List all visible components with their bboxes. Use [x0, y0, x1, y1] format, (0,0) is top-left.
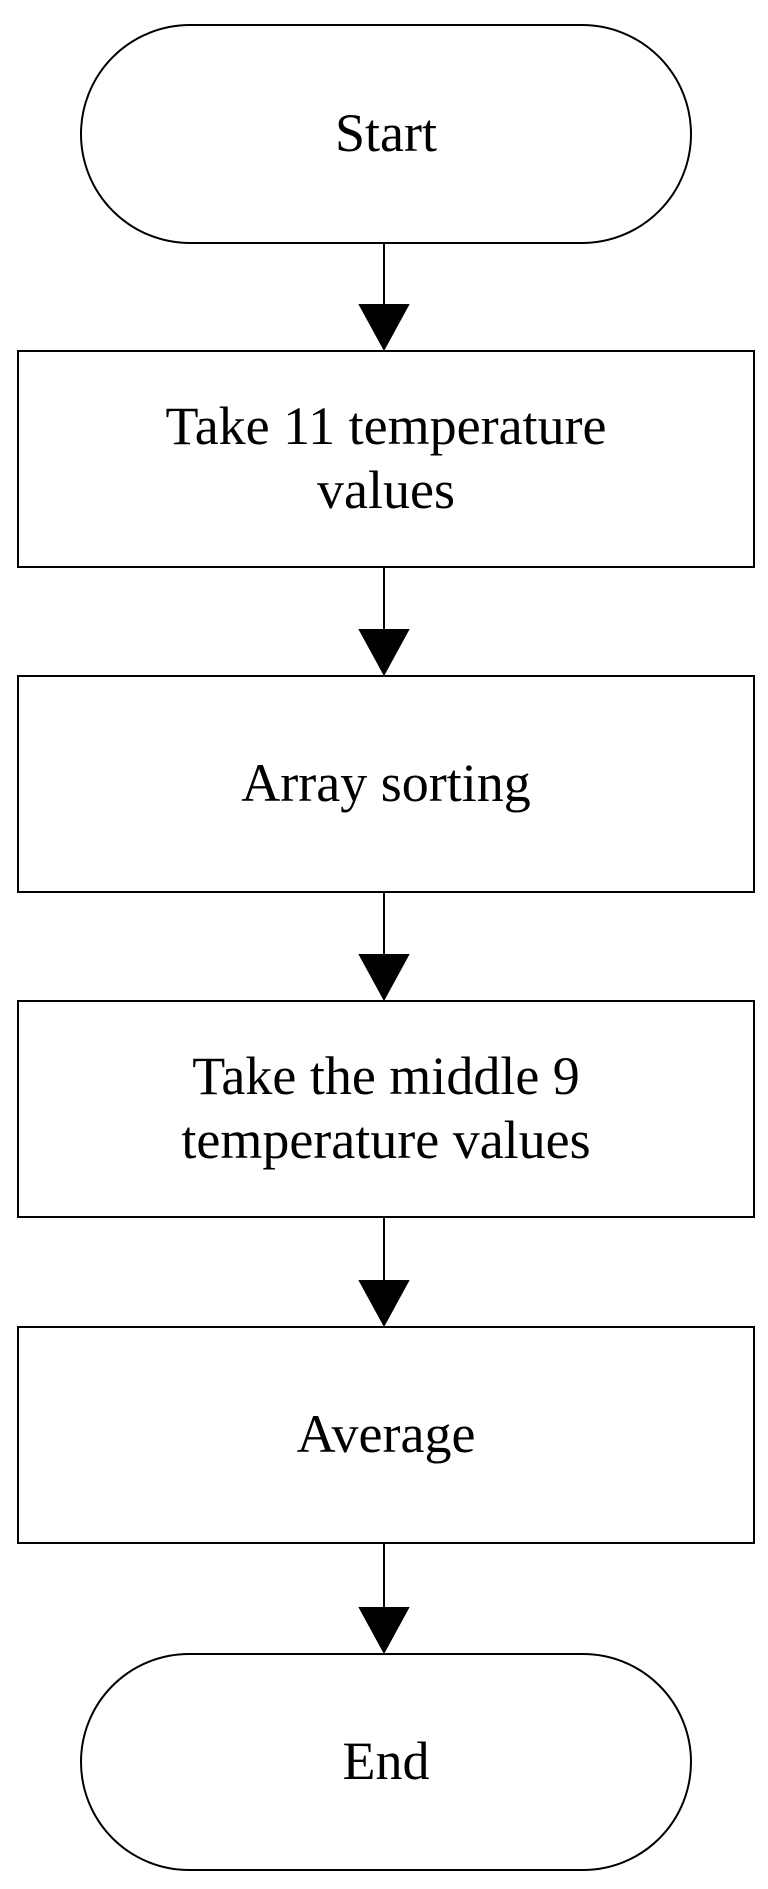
arrow-start-to-step1-head [358, 304, 410, 352]
take-middle-9-label: Take the middle 9 temperature values [181, 1046, 591, 1170]
arrow-step1-to-step2-head [358, 629, 410, 677]
take-middle-9-step: Take the middle 9 temperature values [17, 1000, 755, 1218]
array-sorting-label: Array sorting [241, 753, 531, 814]
arrow-step3-to-step4-head [358, 1280, 410, 1328]
average-step: Average [17, 1326, 755, 1544]
arrow-step2-to-step3-head [358, 954, 410, 1002]
start-terminal: Start [80, 24, 692, 244]
end-label: End [342, 1731, 430, 1792]
take-11-values-label: Take 11 temperature values [165, 396, 607, 520]
take-11-values-step: Take 11 temperature values [17, 350, 755, 568]
average-label: Average [296, 1404, 476, 1465]
end-terminal: End [80, 1653, 692, 1871]
start-label: Start [335, 103, 437, 164]
arrow-step4-to-end-head [358, 1607, 410, 1655]
array-sorting-step: Array sorting [17, 675, 755, 893]
